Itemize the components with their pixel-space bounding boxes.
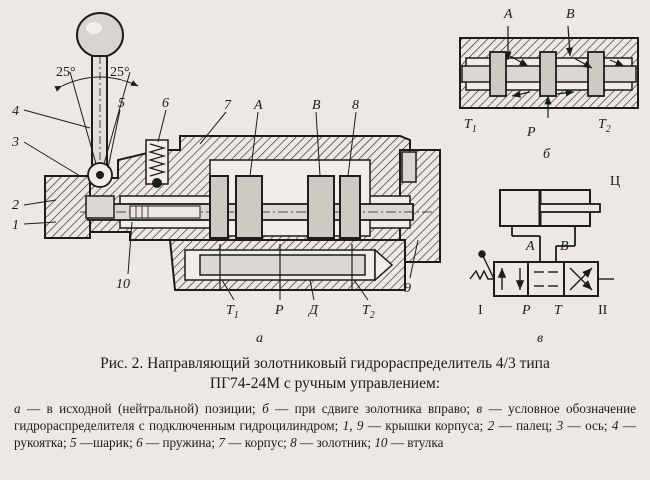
- legend-key: б: [262, 401, 269, 416]
- legend-key: в: [476, 401, 483, 416]
- label-9: 9: [404, 281, 411, 296]
- legend-key: 1, 9: [342, 418, 364, 433]
- c-label-II: II: [598, 303, 608, 318]
- legend-text: — ось;: [563, 418, 612, 433]
- angle-right: 25°: [110, 65, 130, 80]
- legend-text: — пружина;: [142, 435, 219, 450]
- legend-key: 3: [556, 418, 564, 433]
- legend-key: а: [14, 401, 21, 416]
- view-v-symbol: Ц А В I P T: [469, 174, 620, 346]
- label-7: 7: [224, 98, 232, 113]
- figure-caption-title: Рис. 2. Направляющий золотниковый гидрор…: [100, 355, 550, 372]
- label-8: 8: [352, 98, 359, 113]
- subfigure-a-label: а: [256, 331, 263, 346]
- b-label-T2: T2: [598, 117, 611, 135]
- figure-caption-title-2: ПГ74-24М с ручным управлением:: [209, 375, 441, 392]
- label-2: 2: [12, 198, 19, 213]
- c-label-I: I: [478, 303, 483, 318]
- label-1: 1: [12, 218, 19, 233]
- b-label-B: В: [566, 7, 575, 22]
- legend-text: — палец;: [494, 418, 557, 433]
- label-T2: T2: [362, 303, 375, 321]
- legend-key: 4: [611, 418, 619, 433]
- handle-4: [76, 12, 124, 172]
- c-label-P: P: [521, 303, 531, 318]
- label-4: 4: [12, 104, 19, 119]
- b-label-A: А: [503, 7, 513, 22]
- label-3: 3: [11, 135, 19, 150]
- valve-drawing: 25° 25° 4 3 2 1 5 6 7 А В 8 10 9 T1 P Д …: [11, 7, 639, 346]
- legend-key: 7: [218, 435, 225, 450]
- legend-key: 8: [290, 435, 297, 450]
- label-6: 6: [162, 96, 169, 111]
- c-label-cyl: Ц: [610, 174, 620, 189]
- legend-text: — рукоятка;: [14, 418, 637, 450]
- view-a-section: 25° 25° 4 3 2 1 5 6 7 А В 8 10 9 T1 P Д …: [11, 12, 441, 346]
- label-A: А: [253, 98, 263, 113]
- legend-key: 10: [374, 435, 388, 450]
- legend-text: — корпус;: [224, 435, 291, 450]
- label-P: P: [274, 303, 284, 318]
- c-label-A: А: [525, 239, 535, 254]
- legend-key: 5: [69, 435, 77, 450]
- legend-text: — втулка: [387, 435, 444, 450]
- b-label-T1: T1: [464, 117, 477, 135]
- legend-text: —шарик;: [76, 435, 137, 450]
- legend-text: — крышки корпуса;: [363, 418, 488, 433]
- view-b-schematic: А В T1 P T2 б: [459, 7, 639, 162]
- angle-lines: [54, 71, 139, 179]
- b-label-P: P: [526, 125, 536, 140]
- legend-text: — при сдвиге золотника вправо;: [268, 401, 477, 416]
- legend-text: — золотник;: [296, 435, 375, 450]
- label-5: 5: [118, 96, 125, 111]
- legend-key: 2: [487, 418, 495, 433]
- label-T1: T1: [226, 303, 239, 321]
- leader-lines: [23, 109, 419, 301]
- legend-text: — условное обозначение гидрораспределите…: [14, 401, 636, 433]
- legend-text: — в исходной (нейтральной) позиции;: [20, 401, 263, 416]
- label-B: В: [312, 98, 321, 113]
- subfigure-v-label: в: [537, 331, 543, 346]
- angle-left: 25°: [56, 65, 76, 80]
- spring-6: [145, 139, 169, 188]
- c-label-T: T: [554, 303, 563, 318]
- figure-legend: а — в исходной (нейтральной) позиции; б …: [14, 400, 636, 451]
- label-10: 10: [116, 277, 130, 292]
- subfigure-b-label: б: [543, 147, 551, 162]
- c-label-B: В: [560, 239, 569, 254]
- legend-key: 6: [136, 435, 143, 450]
- label-D: Д: [307, 303, 319, 318]
- pivot-assembly: [85, 162, 201, 219]
